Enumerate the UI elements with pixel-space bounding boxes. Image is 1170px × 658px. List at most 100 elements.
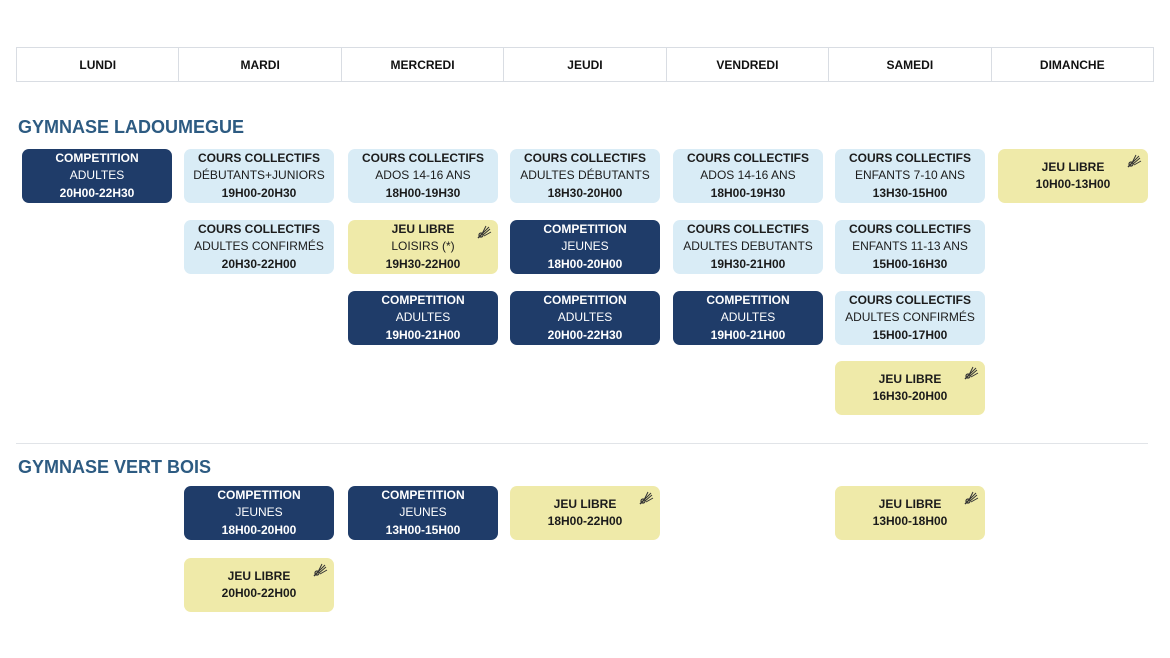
session-time: 19H00-21H00 xyxy=(385,327,461,342)
session-card[interactable]: COURS COLLECTIFS ENFANTS 7-10 ANS 13H30-15… xyxy=(835,149,985,203)
session-time: 18H00-20H00 xyxy=(547,256,623,271)
session-audience: ADULTES CONFIRMÉS xyxy=(194,239,324,254)
session-audience: LOISIRS (*) xyxy=(391,239,455,254)
session-audience: JEUNES xyxy=(399,505,447,520)
session-time: 18H00-19H30 xyxy=(710,185,786,200)
session-time: 19H30-21H00 xyxy=(710,256,786,271)
session-audience: ADOS 14-16 ANS xyxy=(375,168,471,183)
session-time: 15H00-17H00 xyxy=(872,327,948,342)
session-card[interactable]: COURS COLLECTIFS DÉBUTANTS+JUNIORS 19H00-2… xyxy=(184,149,334,203)
session-title: COMPETITION xyxy=(381,292,465,307)
session-time: 18H00-20H00 xyxy=(221,522,297,537)
session-title: COURS COLLECTIFS xyxy=(198,221,320,236)
day-header-samedi: SAMEDI xyxy=(829,48,992,81)
session-time: 20H00-22H30 xyxy=(59,185,135,200)
shuttlecock-icon xyxy=(312,562,328,578)
session-card[interactable]: JEU LIBRE 13H00-18H00 xyxy=(835,486,985,540)
session-audience: ENFANTS 11-13 ANS xyxy=(852,239,968,254)
session-time: 18H30-20H00 xyxy=(547,185,623,200)
session-time: 18H00-22H00 xyxy=(547,514,623,528)
session-title: COURS COLLECTIFS xyxy=(687,221,809,236)
day-header-mercredi: MERCREDI xyxy=(342,48,505,81)
session-audience: DÉBUTANTS+JUNIORS xyxy=(193,168,325,183)
session-title: JEU LIBRE xyxy=(391,221,455,236)
session-title: COURS COLLECTIFS xyxy=(849,292,971,307)
session-card[interactable]: JEU LIBRE 18H00-22H00 xyxy=(510,486,660,540)
session-time: 13H30-15H00 xyxy=(872,185,948,200)
session-time: 20H30-22H00 xyxy=(221,256,297,271)
session-audience: ADULTES xyxy=(395,310,451,325)
session-card[interactable]: COMPETITION JEUNES 13H00-15H00 xyxy=(348,486,498,540)
day-header-jeudi: JEUDI xyxy=(504,48,667,81)
shuttlecock-icon xyxy=(476,224,492,240)
shuttlecock-icon xyxy=(638,490,654,506)
session-audience: ADULTES DEBUTANTS xyxy=(683,239,813,254)
section-divider xyxy=(16,443,1148,444)
session-card[interactable]: COMPETITION ADULTES 20H00-22H30 xyxy=(510,291,660,345)
session-card[interactable]: JEU LIBRE 10H00-13H00 xyxy=(998,149,1148,203)
session-title: JEU LIBRE xyxy=(878,371,942,386)
session-card[interactable]: COMPETITION ADULTES 19H00-21H00 xyxy=(348,291,498,345)
session-audience: ADULTES CONFIRMÉS xyxy=(845,310,975,325)
session-card[interactable]: COURS COLLECTIFS ADOS 14-16 ANS 18H00-19H3… xyxy=(673,149,823,203)
session-audience: ADULTES DÉBUTANTS xyxy=(520,168,650,183)
session-card[interactable]: COURS COLLECTIFS ADULTES CONFIRMÉS 20H30-2… xyxy=(184,220,334,274)
session-audience: JEUNES xyxy=(561,239,609,254)
session-title: JEU LIBRE xyxy=(878,496,942,511)
session-title: COMPETITION xyxy=(543,221,627,236)
session-audience: ADULTES xyxy=(69,168,125,183)
session-time: 19H30-22H00 xyxy=(385,256,461,271)
session-time: 18H00-19H30 xyxy=(385,185,461,200)
session-audience: ADULTES xyxy=(720,310,776,325)
session-time: 20H00-22H00 xyxy=(221,586,297,600)
session-time: 13H00-18H00 xyxy=(872,514,948,528)
session-time: 19H00-21H00 xyxy=(710,327,786,342)
day-header-vendredi: VENDREDI xyxy=(667,48,830,81)
session-audience: JEUNES xyxy=(235,505,283,520)
session-card[interactable]: COURS COLLECTIFS ADULTES DÉBUTANTS 18H30-2… xyxy=(510,149,660,203)
session-card[interactable]: COURS COLLECTIFS ADULTES CONFIRMÉS 15H00-1… xyxy=(835,291,985,345)
session-title: COURS COLLECTIFS xyxy=(687,150,809,165)
session-title: COMPETITION xyxy=(706,292,790,307)
session-audience: ENFANTS 7-10 ANS xyxy=(854,168,966,183)
shuttlecock-icon xyxy=(1126,153,1142,169)
session-time: 15H00-16H30 xyxy=(872,256,948,271)
session-time: 13H00-15H00 xyxy=(385,522,461,537)
session-card[interactable]: JEU LIBRE 20H00-22H00 xyxy=(184,558,334,612)
session-time: 20H00-22H30 xyxy=(547,327,623,342)
session-card[interactable]: COMPETITION JEUNES 18H00-20H00 xyxy=(510,220,660,274)
session-card[interactable]: JEU LIBRE LOISIRS (*) 19H30-22H00 xyxy=(348,220,498,274)
day-header-mardi: MARDI xyxy=(179,48,342,81)
day-header-lundi: LUNDI xyxy=(17,48,180,81)
session-title: COMPETITION xyxy=(381,487,465,502)
session-title: JEU LIBRE xyxy=(553,496,617,511)
session-audience: ADULTES xyxy=(557,310,613,325)
session-title: COURS COLLECTIFS xyxy=(524,150,646,165)
session-title: COURS COLLECTIFS xyxy=(849,221,971,236)
session-card[interactable]: COMPETITION JEUNES 18H00-20H00 xyxy=(184,486,334,540)
gym-title-ladoumegue: GYMNASE LADOUMEGUE xyxy=(18,117,245,137)
session-card[interactable]: COMPETITION ADULTES 20H00-22H30 xyxy=(22,149,172,203)
session-card[interactable]: COURS COLLECTIFS ADULTES DEBUTANTS 19H30-2… xyxy=(673,220,823,274)
session-title: COURS COLLECTIFS xyxy=(849,150,971,165)
shuttlecock-icon xyxy=(963,365,979,381)
session-time: 16H30-20H00 xyxy=(872,389,948,403)
session-title: COMPETITION xyxy=(55,150,139,165)
gym-title-vert-bois: GYMNASE VERT BOIS xyxy=(18,457,212,477)
session-card[interactable]: JEU LIBRE 16H30-20H00 xyxy=(835,361,985,415)
session-title: JEU LIBRE xyxy=(1041,159,1105,174)
session-title: COURS COLLECTIFS xyxy=(362,150,484,165)
day-header-dimanche: DIMANCHE xyxy=(1039,57,1105,72)
session-time: 10H00-13H00 xyxy=(1035,177,1111,191)
shuttlecock-icon xyxy=(963,490,979,506)
session-card[interactable]: COURS COLLECTIFS ENFANTS 11-13 ANS 15H00-1… xyxy=(835,220,985,274)
session-audience: ADOS 14-16 ANS xyxy=(700,168,796,183)
session-title: COMPETITION xyxy=(217,487,301,502)
session-title: COMPETITION xyxy=(543,292,627,307)
session-title: JEU LIBRE xyxy=(227,568,291,583)
session-title: COURS COLLECTIFS xyxy=(198,150,320,165)
session-time: 19H00-20H30 xyxy=(221,185,297,200)
session-card[interactable]: COMPETITION ADULTES 19H00-21H00 xyxy=(673,291,823,345)
session-card[interactable]: COURS COLLECTIFS ADOS 14-16 ANS 18H00-19H3… xyxy=(348,149,498,203)
